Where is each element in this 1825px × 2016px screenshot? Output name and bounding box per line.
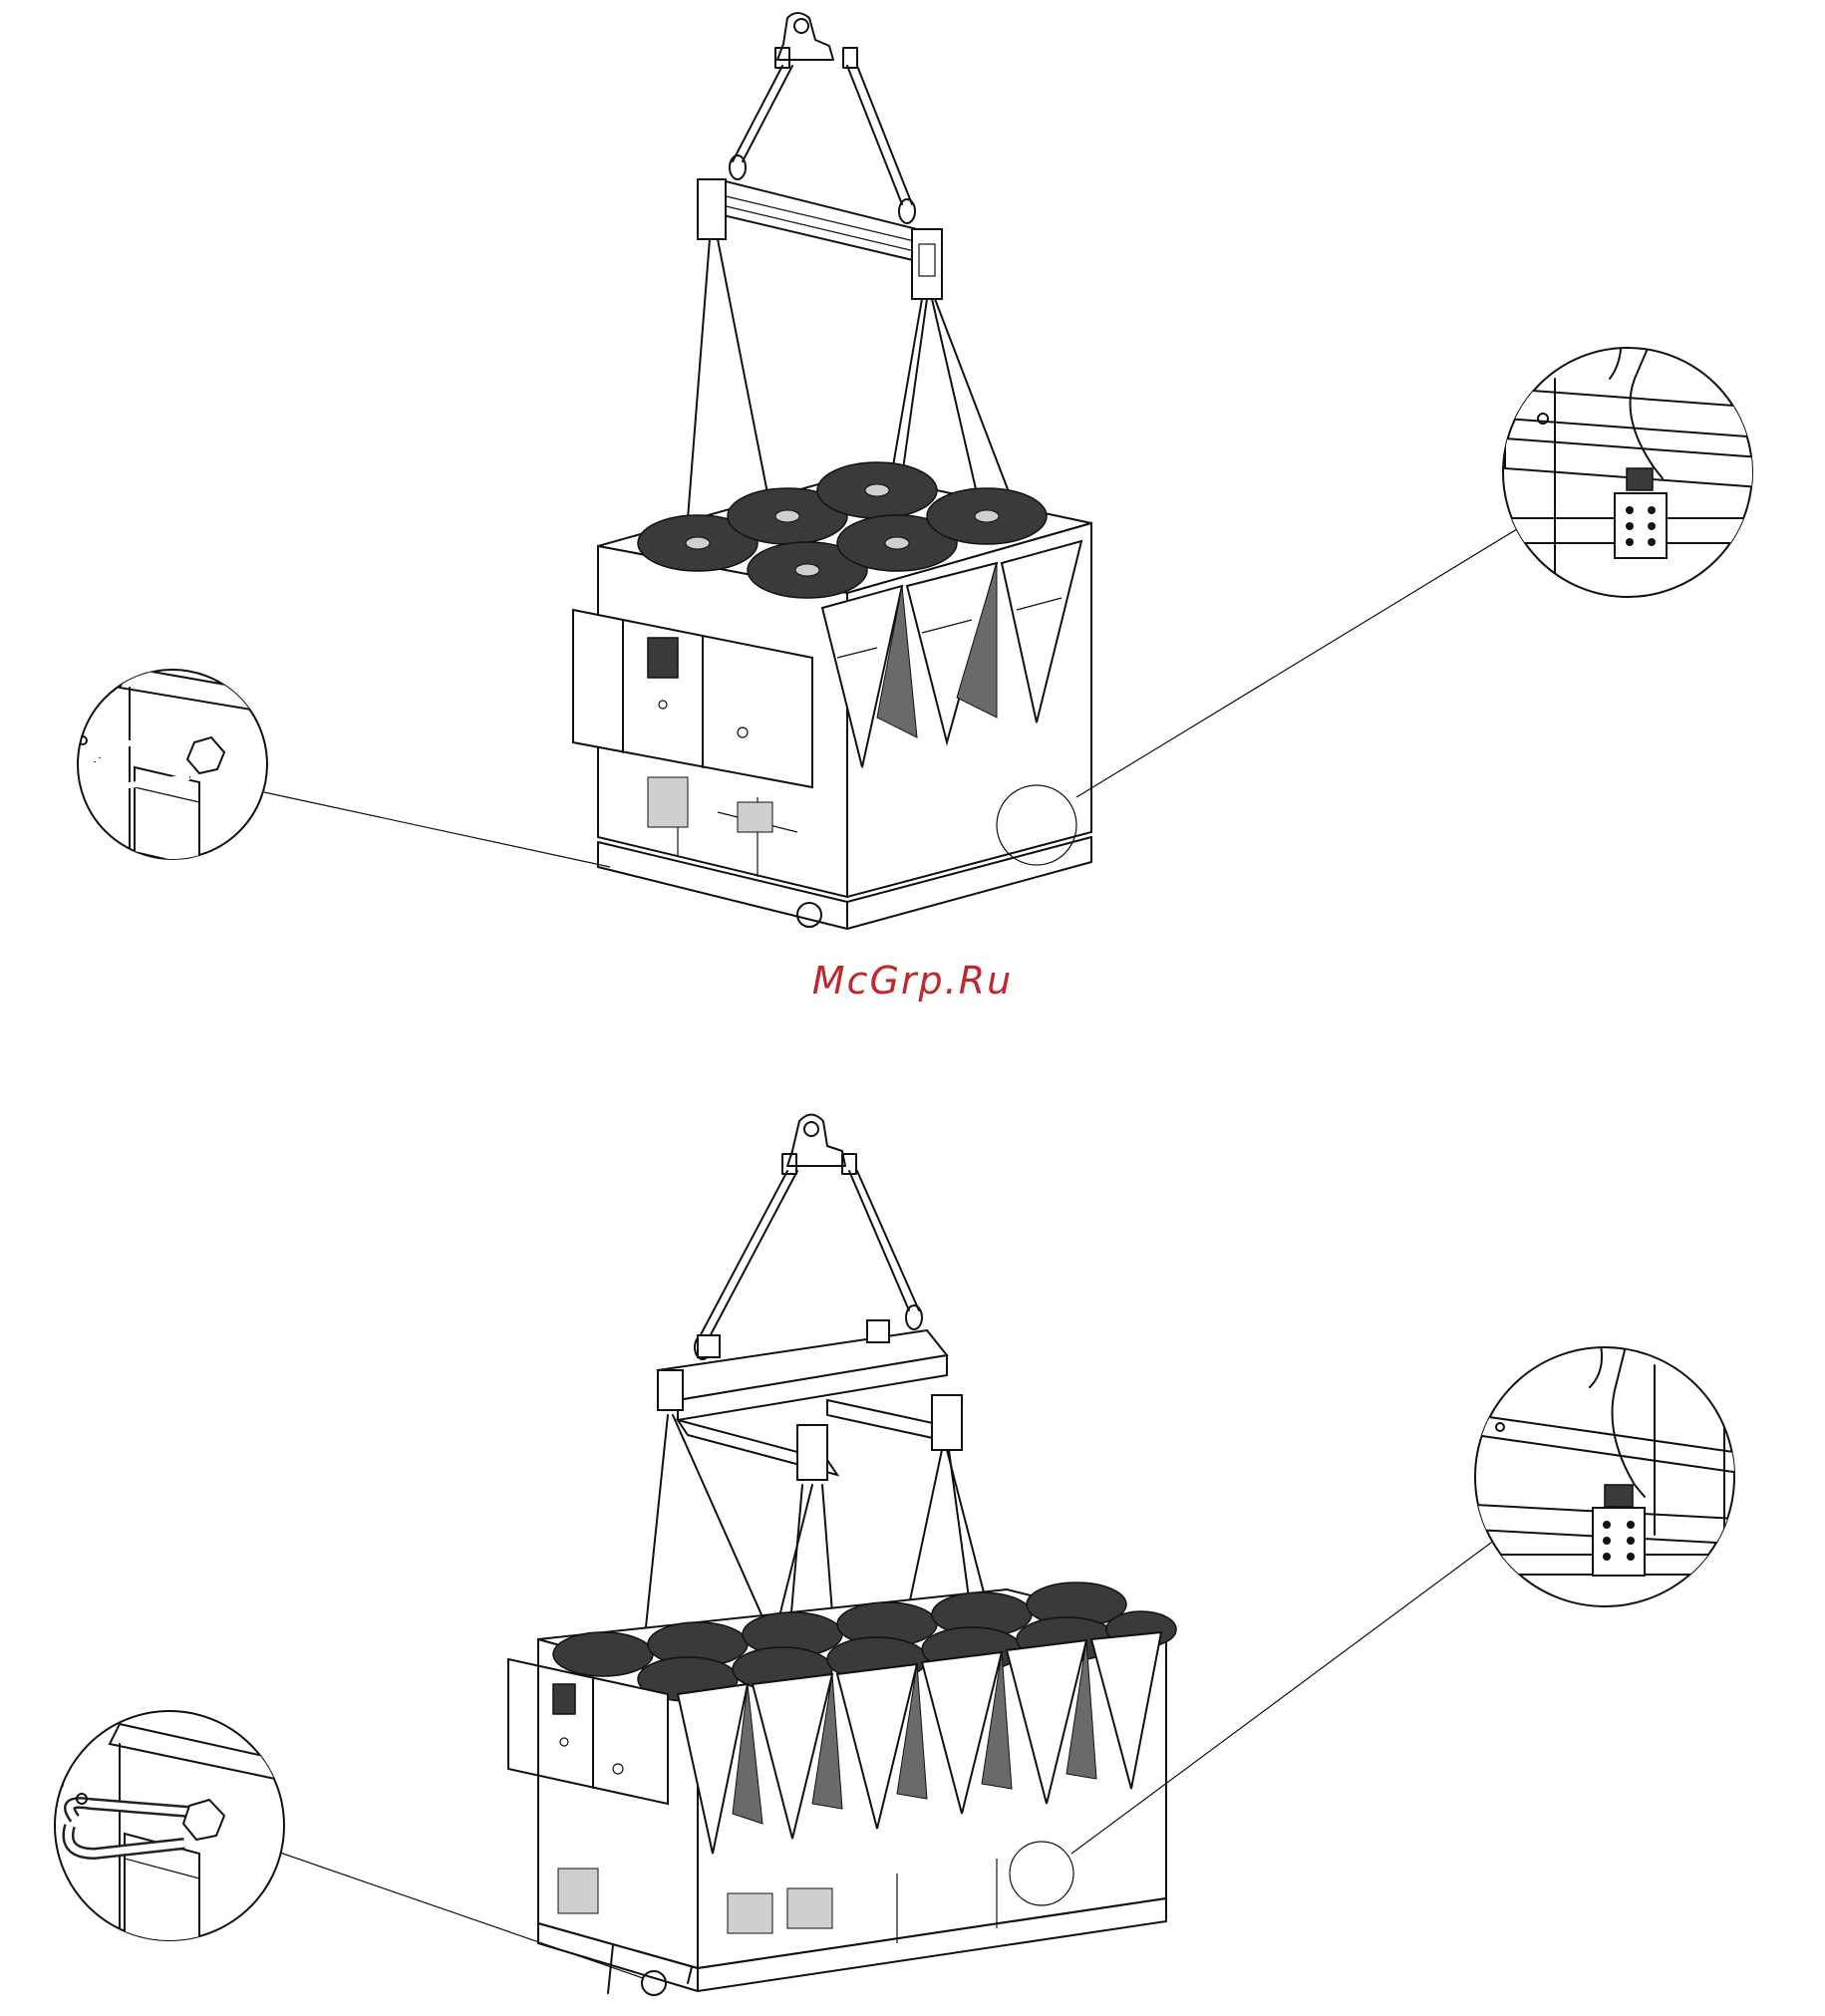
crane-hook [782,1115,856,1175]
spreader-frame [658,1320,962,1480]
crane-hook [775,13,857,68]
chiller-unit [508,1583,1176,1995]
leader-line-shackle [264,792,610,867]
hook-lug-detail [1475,1332,1754,1614]
shackle-detail [78,668,299,867]
spreader-bar [698,179,942,299]
leader-line-hook [1076,518,1535,797]
hook-lug-detail [1503,322,1774,598]
lifting-unit-12-fans [254,1115,1495,1996]
lifting-unit-4-fans [264,13,1535,929]
chiller-unit [573,462,1091,929]
shackle-detail [53,1711,299,1953]
